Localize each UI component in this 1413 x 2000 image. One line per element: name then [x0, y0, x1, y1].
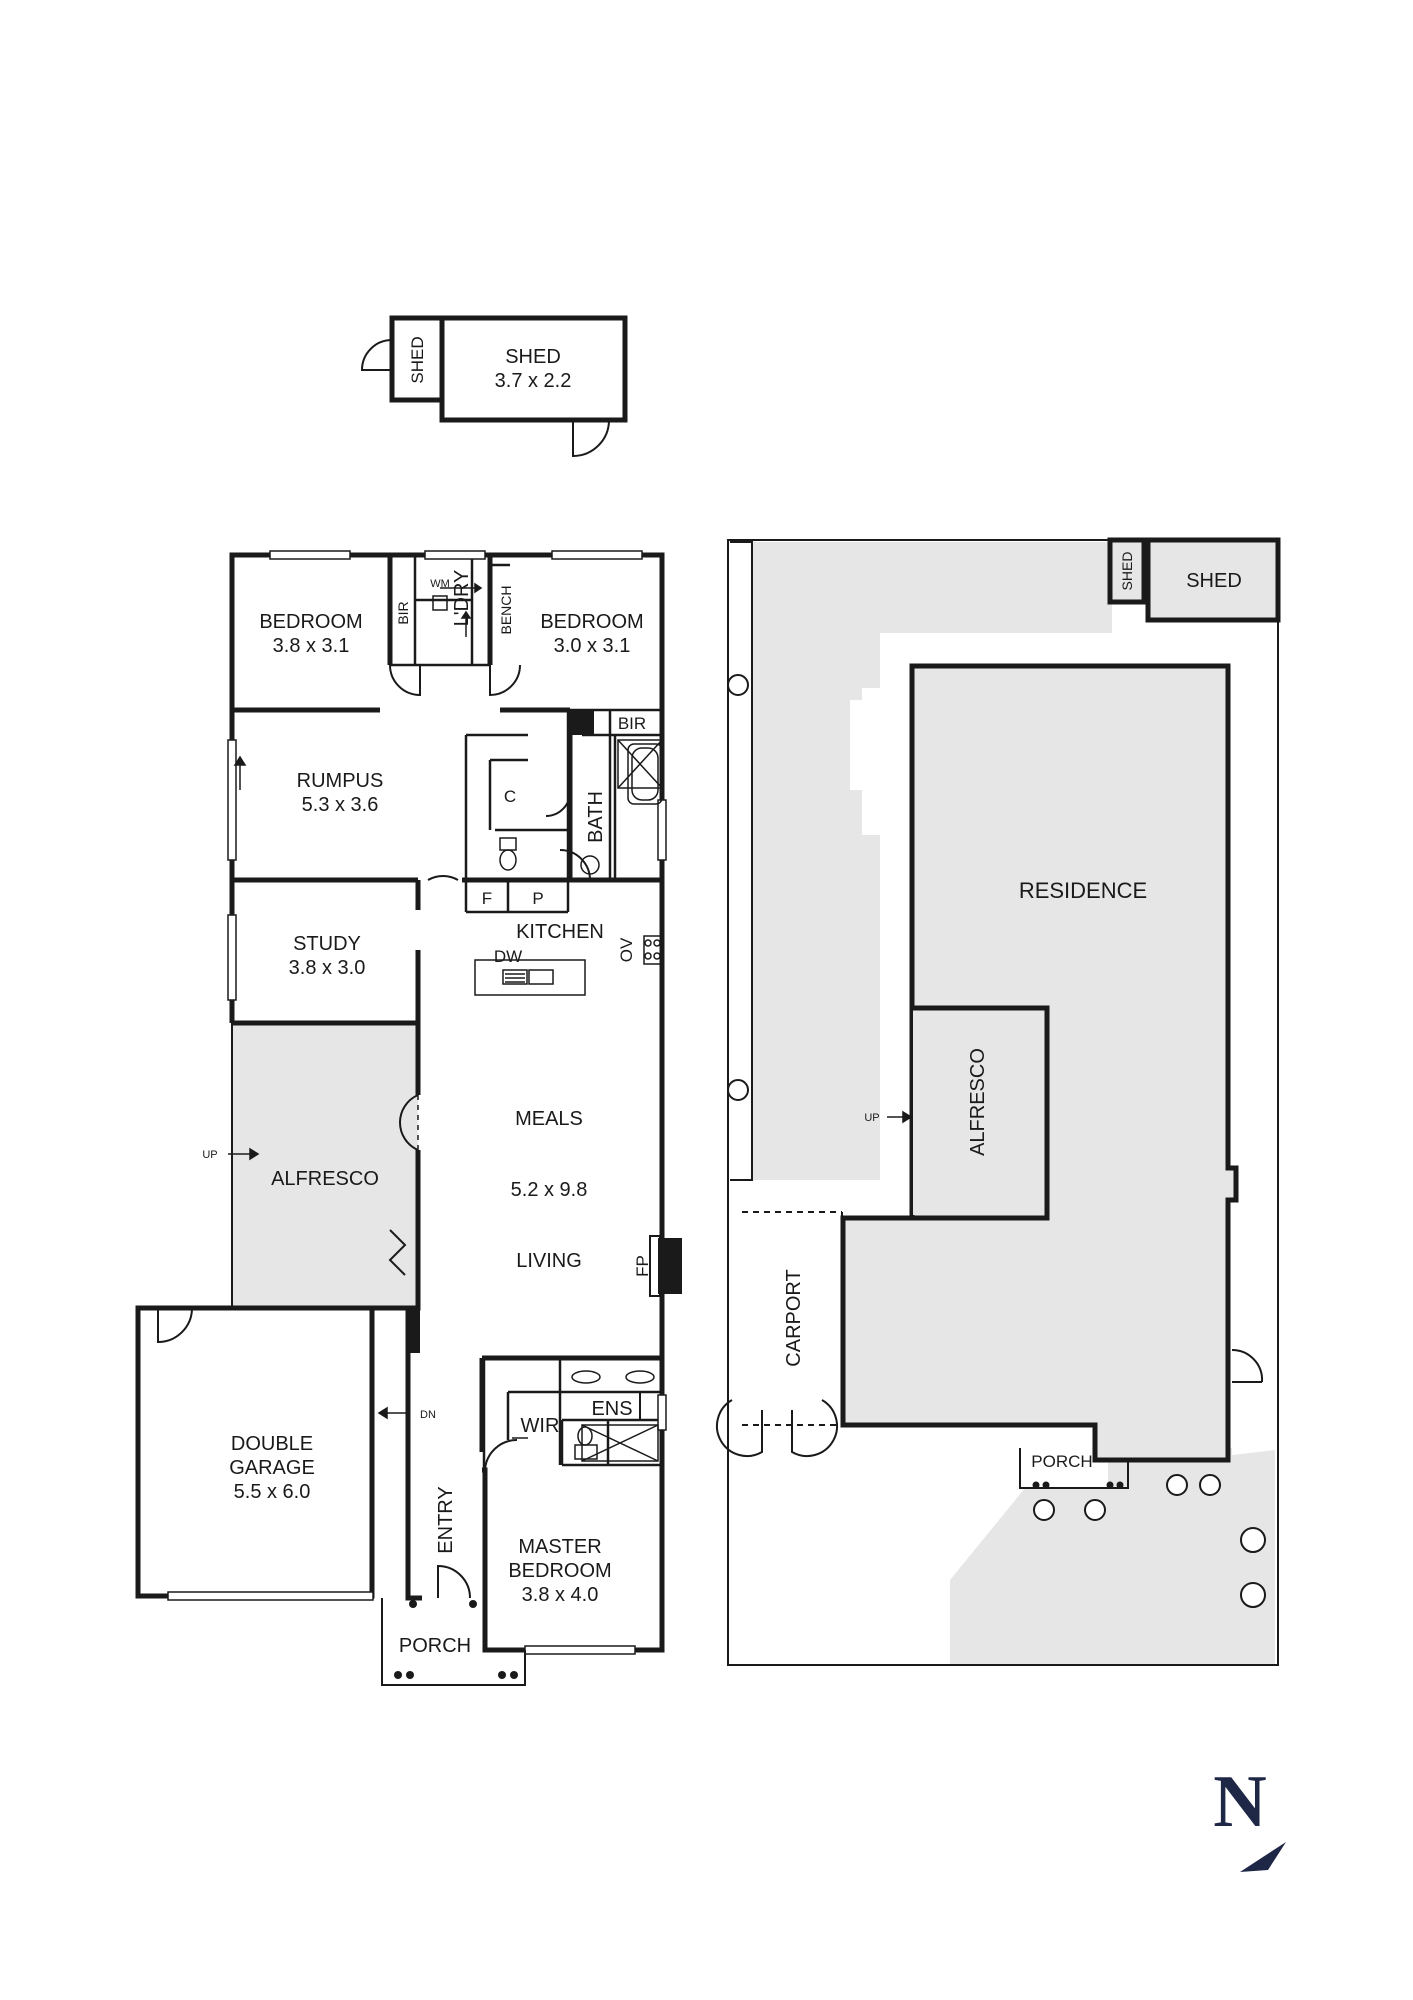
floor-fixtures [432, 595, 663, 1462]
floor-walls [135, 552, 665, 1653]
bir-right-label: BIR [618, 714, 646, 733]
alfresco-paving [231, 1023, 418, 1308]
site-up-arrow [887, 1110, 913, 1124]
fireplace-label: FP [633, 1255, 652, 1277]
bedroom-ne-dims: 3.0 x 3.1 [554, 635, 631, 657]
north-pointer-icon [1240, 1842, 1286, 1872]
site-porch-label: PORCH [1031, 1452, 1092, 1471]
garage-dn-label: DN [420, 1409, 436, 1421]
site-residence-label: RESIDENCE [1019, 878, 1147, 903]
site-sheds [1107, 537, 1281, 623]
rumpus-dims: 5.3 x 3.6 [302, 794, 379, 816]
bath-label: BATH [585, 791, 607, 843]
fireplace-hearth [649, 1235, 661, 1297]
shed-plan [360, 315, 628, 458]
master-label-line2: BEDROOM [508, 1560, 611, 1582]
wm-label: WM [430, 578, 450, 590]
site-residence [840, 663, 1239, 1463]
north-letter: N [1213, 1761, 1266, 1843]
bedroom-nw-dims: 3.8 x 3.1 [273, 635, 350, 657]
shed-dims: 3.7 x 2.2 [495, 370, 572, 392]
porch-posts-floor [394, 1600, 518, 1679]
oven-label: OV [617, 937, 636, 962]
alfresco-up-label: UP [202, 1149, 217, 1161]
pantry-label: P [532, 889, 543, 908]
master-label-line1: MASTER [518, 1536, 601, 1558]
fridge-label: F [482, 889, 492, 908]
cupboard-label: C [504, 787, 516, 806]
shed-small-label: SHED [408, 336, 427, 383]
floor-solid-blocks [408, 710, 682, 1353]
site-shed-label: SHED [1186, 570, 1242, 592]
alfresco-label: ALFRESCO [271, 1168, 379, 1190]
bir-top-label: BIR [395, 601, 411, 624]
entry-label: ENTRY [435, 1486, 457, 1553]
meals-label: MEALS [515, 1108, 583, 1130]
site-shed-small-label: SHED [1119, 552, 1135, 591]
living-label: LIVING [516, 1250, 582, 1272]
front-porch [381, 1598, 526, 1686]
rumpus-label: RUMPUS [297, 770, 384, 792]
study-dims: 3.8 x 3.0 [289, 957, 366, 979]
garage-label-line2: GARAGE [229, 1457, 315, 1479]
site-paving [730, 542, 1275, 1665]
shed-label: SHED [505, 346, 561, 368]
porch-label: PORCH [399, 1635, 471, 1657]
dishwasher-label: DW [494, 947, 522, 966]
bench-label: BENCH [498, 585, 514, 634]
floor-thin-walls [390, 555, 662, 1468]
site-porch-posts [1032, 1481, 1124, 1489]
laundry-label: L'DRY [451, 570, 473, 627]
garage-dims: 5.5 x 6.0 [234, 1481, 311, 1503]
site-alfresco-label: ALFRESCO [967, 1048, 989, 1156]
kitchen-label: KITCHEN [516, 921, 604, 943]
floor-doors [157, 664, 641, 1599]
site-boundary [715, 539, 1279, 1666]
site-up-label: UP [864, 1112, 879, 1124]
site-carport-label: CARPORT [783, 1269, 805, 1366]
bedroom-ne-label: BEDROOM [540, 611, 643, 633]
study-label: STUDY [293, 933, 361, 955]
site-trees [727, 674, 1266, 1608]
garage-label-line1: DOUBLE [231, 1433, 313, 1455]
meals-living-dims: 5.2 x 9.8 [511, 1179, 588, 1201]
north-arrow: N [1213, 1761, 1286, 1872]
ensuite-label: ENS [591, 1398, 632, 1420]
wir-label: WIR [521, 1415, 560, 1437]
floor-arrows [228, 582, 483, 1420]
bedroom-nw-label: BEDROOM [259, 611, 362, 633]
master-dims: 3.8 x 4.0 [522, 1584, 599, 1606]
